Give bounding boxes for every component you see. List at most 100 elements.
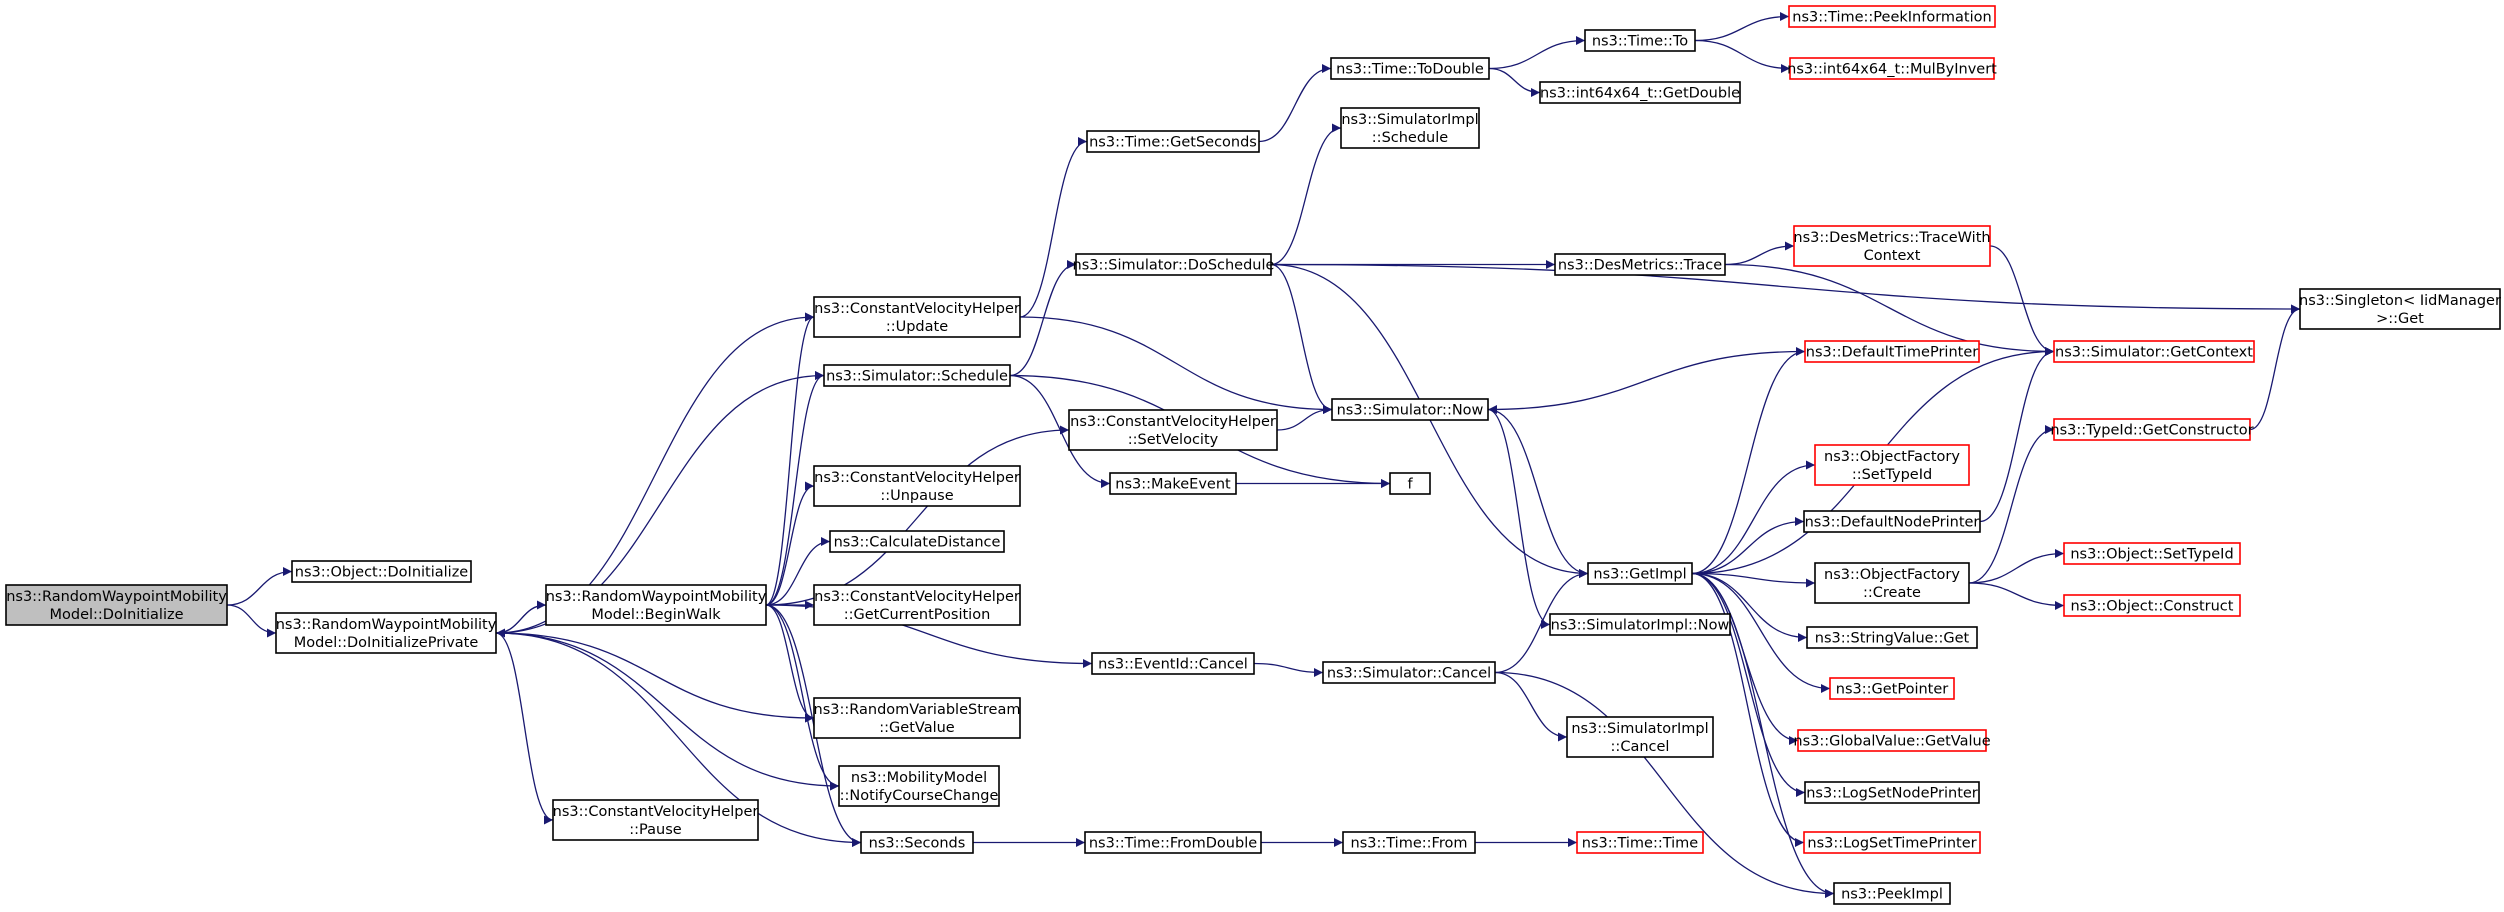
node-rvsget[interactable]: ns3::RandomVariableStream::GetValue	[813, 697, 1021, 739]
node-label: ns3::CalculateDistance	[834, 535, 1001, 551]
node-label: ns3::DefaultTimePrinter	[1806, 345, 1978, 361]
node-box	[545, 584, 767, 626]
node-cvhsetvel[interactable]: ns3::ConstantVelocityHelper::SetVelocity	[1068, 409, 1278, 451]
node-timefrom[interactable]: ns3::Time::From	[1342, 831, 1476, 854]
node-box	[275, 612, 497, 654]
node-root[interactable]: ns3::RandomWaypointMobilityModel::DoInit…	[5, 584, 228, 626]
node-label: ::GetCurrentPosition	[844, 607, 991, 623]
node-box	[1793, 225, 1991, 267]
node-box	[2299, 288, 2501, 330]
node-cvhgetpos[interactable]: ns3::ConstantVelocityHelper::GetCurrentP…	[813, 584, 1021, 626]
node-cvhunpause[interactable]: ns3::ConstantVelocityHelper::Unpause	[813, 465, 1021, 507]
node-simimplnow[interactable]: ns3::SimulatorImpl::Now	[1549, 613, 1731, 636]
edge-simdosched-to-simnow	[1270, 263, 1333, 414]
node-label: ns3::Object::DoInitialize	[295, 565, 469, 581]
node-timefromdbl[interactable]: ns3::Time::FromDouble	[1084, 831, 1262, 854]
edge-getimpl-to-defnodeprinter	[1691, 517, 1805, 575]
node-label: ns3::ConstantVelocityHelper	[553, 804, 759, 820]
edge-root-to-objdoinit	[226, 567, 293, 606]
node-box	[291, 560, 472, 583]
node-strvalget[interactable]: ns3::StringValue::Get	[1806, 626, 1978, 649]
node-label: ns3::Object::Construct	[2071, 599, 2234, 615]
node-simgetctx[interactable]: ns3::Simulator::GetContext	[2053, 340, 2255, 363]
node-box	[1340, 107, 1480, 149]
node-doinitpriv[interactable]: ns3::RandomWaypointMobilityModel::DoInit…	[275, 612, 497, 654]
node-timeto[interactable]: ns3::Time::To	[1584, 29, 1696, 52]
node-box	[552, 799, 759, 841]
node-typeidgetctor[interactable]: ns3::TypeId::GetConstructor	[2050, 418, 2254, 441]
node-int64getdbl[interactable]: ns3::int64x64_t::GetDouble	[1539, 81, 1741, 104]
node-label: ns3::GetImpl	[1593, 567, 1686, 583]
edge-beginwalk-to-calcdist	[765, 537, 831, 606]
node-timegetsec[interactable]: ns3::Time::GetSeconds	[1086, 130, 1260, 153]
node-box	[1806, 626, 1978, 649]
node-label: ::Update	[886, 319, 948, 335]
node-defnodeprinter[interactable]: ns3::DefaultNodePrinter	[1803, 510, 1981, 533]
node-desmtrace[interactable]: ns3::DesMetrics::Trace	[1554, 253, 1726, 276]
node-cvhpause[interactable]: ns3::ConstantVelocityHelper::Pause	[552, 799, 759, 841]
node-label: ns3::Time::From	[1351, 836, 1468, 852]
edge-simcancel-to-peekimpl	[1494, 671, 1835, 898]
node-label: ns3::LogSetNodePrinter	[1806, 786, 1978, 802]
node-box	[1788, 5, 1996, 28]
node-logsettime[interactable]: ns3::LogSetTimePrinter	[1803, 831, 1981, 854]
node-objfsettype[interactable]: ns3::ObjectFactory::SetTypeId	[1814, 444, 1970, 486]
node-calcdist[interactable]: ns3::CalculateDistance	[829, 530, 1005, 553]
node-objsettype[interactable]: ns3::Object::SetTypeId	[2063, 542, 2241, 565]
node-mulbyinv[interactable]: ns3::int64x64_t::MulByInvert	[1787, 57, 1997, 80]
node-label: ns3::DesMetrics::TraceWith	[1793, 230, 1990, 246]
node-mmnotify[interactable]: ns3::MobilityModel::NotifyCourseChange	[838, 765, 1000, 807]
node-objconstruct[interactable]: ns3::Object::Construct	[2063, 594, 2241, 617]
node-eventcancel[interactable]: ns3::EventId::Cancel	[1091, 652, 1255, 675]
node-timetodbl[interactable]: ns3::Time::ToDouble	[1330, 57, 1490, 80]
node-label: ns3::SimulatorImpl	[1571, 721, 1708, 737]
edge-cvhsetvel-to-simnow	[1276, 405, 1333, 431]
node-label: ns3::RandomWaypointMobility	[276, 617, 497, 633]
node-label: ns3::Time::FromDouble	[1089, 836, 1257, 852]
node-box	[823, 364, 1011, 387]
node-box	[813, 697, 1021, 739]
edge-timegetsec-to-timetodbl	[1258, 64, 1332, 143]
node-deftimeprinter[interactable]: ns3::DefaultTimePrinter	[1804, 340, 1980, 363]
node-logsetnode[interactable]: ns3::LogSetNodePrinter	[1804, 781, 1980, 804]
node-simdosched[interactable]: ns3::Simulator::DoSchedule	[1073, 253, 1275, 276]
node-label: ns3::Time::PeekInformation	[1792, 10, 1991, 26]
edge-timetodbl-to-timeto	[1488, 36, 1586, 70]
node-box	[1829, 677, 1955, 700]
node-peekimpl[interactable]: ns3::PeekImpl	[1833, 882, 1951, 905]
edge-root-to-doinitpriv	[226, 604, 277, 638]
node-simschedule[interactable]: ns3::Simulator::Schedule	[823, 364, 1011, 387]
node-label: ns3::DesMetrics::Trace	[1558, 258, 1722, 274]
node-label: ns3::ConstantVelocityHelper	[814, 470, 1020, 486]
node-makeevent[interactable]: ns3::MakeEvent	[1109, 472, 1237, 495]
node-singleton[interactable]: ns3::Singleton< IidManager>::Get	[2299, 288, 2501, 330]
node-beginwalk[interactable]: ns3::RandomWaypointMobilityModel::BeginW…	[545, 584, 767, 626]
node-getpointer[interactable]: ns3::GetPointer	[1829, 677, 1955, 700]
node-objdoinit[interactable]: ns3::Object::DoInitialize	[291, 560, 472, 583]
edge-timeto-to-timepeek	[1694, 12, 1790, 42]
node-globalval[interactable]: ns3::GlobalValue::GetValue	[1793, 729, 1991, 752]
node-box	[1342, 831, 1476, 854]
node-timepeek[interactable]: ns3::Time::PeekInformation	[1788, 5, 1996, 28]
node-simimplsched[interactable]: ns3::SimulatorImpl::Schedule	[1340, 107, 1480, 149]
node-simimplcancel[interactable]: ns3::SimulatorImpl::Cancel	[1566, 716, 1714, 758]
node-label: ns3::Time::Time	[1582, 836, 1699, 852]
node-f[interactable]: f	[1389, 472, 1431, 495]
edge-getimpl-to-objfcreate	[1691, 572, 1816, 588]
node-cvhupdate[interactable]: ns3::ConstantVelocityHelper::Update	[813, 296, 1021, 338]
node-label: ns3::MobilityModel	[851, 770, 987, 786]
node-objfcreate[interactable]: ns3::ObjectFactory::Create	[1814, 562, 1970, 604]
node-simnow[interactable]: ns3::Simulator::Now	[1331, 398, 1489, 421]
node-label: ns3::EventId::Cancel	[1098, 657, 1248, 673]
edge-doinitpriv-to-cvhpause	[495, 632, 554, 825]
edge-doinitpriv-to-seconds	[495, 632, 862, 847]
node-seconds[interactable]: ns3::Seconds	[860, 831, 974, 854]
node-timetime[interactable]: ns3::Time::Time	[1576, 831, 1704, 854]
node-getimpl[interactable]: ns3::GetImpl	[1587, 562, 1693, 585]
edge-beginwalk-to-cvhunpause	[765, 481, 815, 606]
edge-beginwalk-to-mmnotify	[765, 604, 840, 791]
node-label: ns3::DefaultNodePrinter	[1805, 515, 1980, 531]
node-simcancel[interactable]: ns3::Simulator::Cancel	[1322, 661, 1496, 684]
